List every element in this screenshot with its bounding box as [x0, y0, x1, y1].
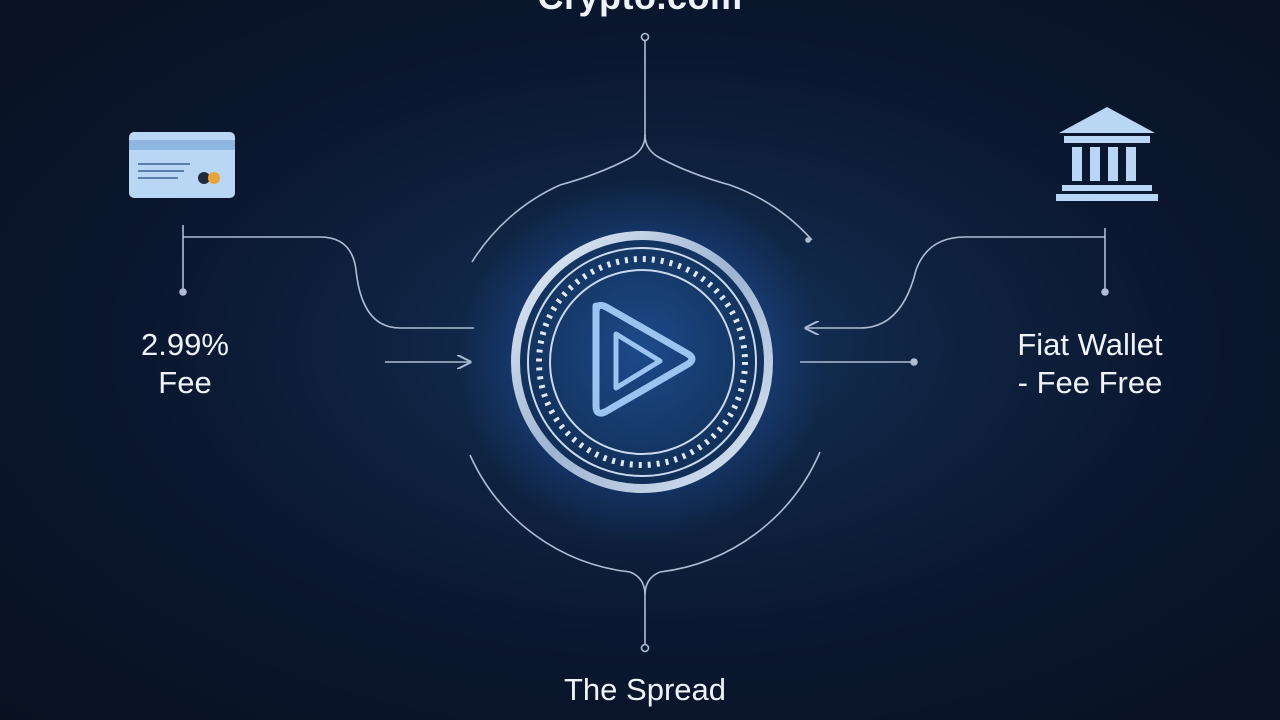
top-endpoint-dot	[640, 32, 650, 42]
bank-icon	[1056, 107, 1158, 201]
bottom-endpoint-dot	[640, 643, 650, 653]
play-coin-icon	[511, 231, 773, 493]
diagram-title: Crypto.com	[440, 0, 840, 18]
right-wallet-label: Fiat Wallet - Fee Free	[980, 326, 1200, 402]
left-fee-label: 2.99% Fee	[100, 326, 270, 402]
credit-card-icon	[129, 132, 235, 198]
left-label-line2: Fee	[158, 365, 212, 400]
right-label-line1: Fiat Wallet	[1017, 327, 1163, 362]
bottom-connector	[469, 451, 821, 653]
top-connector	[471, 32, 813, 263]
left-label-line1: 2.99%	[141, 327, 229, 362]
bottom-spread-label: The Spread	[564, 672, 726, 707]
right-label-line2: - Fee Free	[1017, 365, 1163, 400]
